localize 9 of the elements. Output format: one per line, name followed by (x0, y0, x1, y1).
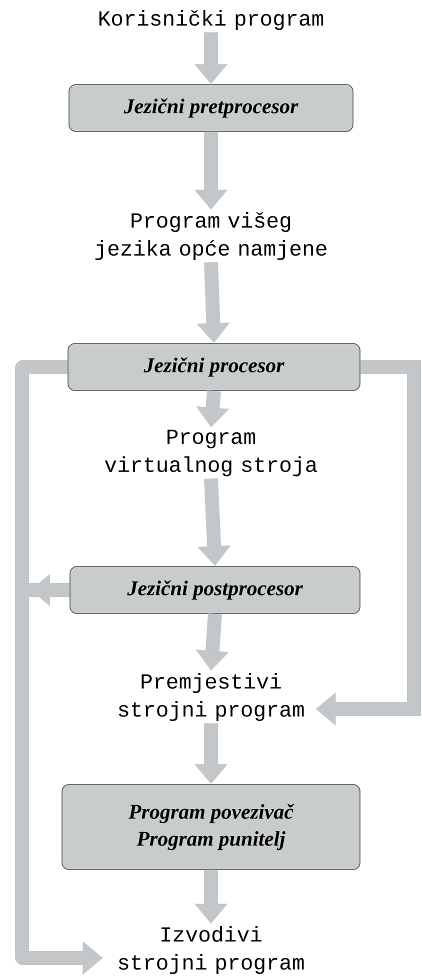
label-text: Program virtualnog stroja (104, 430, 318, 476)
label-text: Korisnički program (99, 10, 324, 30)
label-text: Program višeg jezika opće namjene (95, 212, 326, 260)
label-text: Premjestivi strojni program (118, 673, 304, 722)
process-box: Jezični pretprocesor (68, 84, 354, 132)
process-box: Jezični procesor (68, 343, 360, 391)
process-box: Program povezivač Program punitelj (62, 784, 360, 870)
process-box: Jezični postprocesor (70, 566, 360, 614)
label-text: Izvodivi strojni program (118, 926, 304, 974)
